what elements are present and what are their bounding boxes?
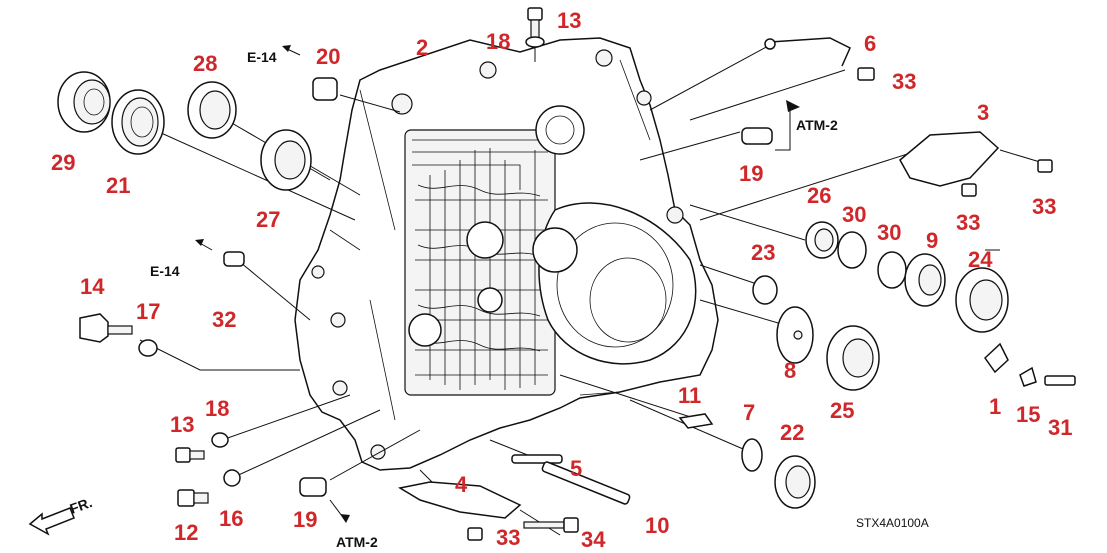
- label-11: 11: [678, 383, 701, 408]
- oil-seal-29: [57, 71, 111, 133]
- washer-7: [741, 438, 763, 472]
- ref-front: FR.: [68, 494, 95, 517]
- bearing-23: [752, 275, 778, 305]
- label-13-top: 13: [557, 8, 581, 33]
- label-30-b: 30: [877, 220, 901, 245]
- label-19-top: 19: [739, 161, 763, 186]
- label-23: 23: [751, 240, 775, 265]
- arrow-e14-left: [195, 239, 213, 251]
- label-18-top: 18: [486, 29, 510, 54]
- bolt-12: [177, 489, 209, 507]
- arrow-atm2-top: [786, 100, 800, 112]
- bearing-28: [187, 81, 237, 139]
- label-3: 3: [977, 100, 989, 125]
- label-12: 12: [174, 520, 198, 545]
- gear-25: [826, 325, 880, 391]
- ref-e14-left: E-14: [150, 263, 180, 279]
- gear-24: [955, 267, 1009, 333]
- ref-atm2-bottom: ATM-2: [336, 534, 378, 550]
- dowel-pin-19-top: [741, 127, 773, 145]
- label-24: 24: [968, 247, 993, 272]
- oil-seal-27: [260, 129, 312, 191]
- label-33-d: 33: [496, 525, 520, 550]
- washer-16: [223, 469, 241, 487]
- bolt-13-left: [175, 447, 205, 463]
- bolt-33-d: [467, 527, 483, 541]
- label-1: 1: [989, 394, 1001, 419]
- washer-18-top: [525, 36, 545, 48]
- o-ring-30-b: [877, 251, 907, 289]
- plug-14: [79, 313, 133, 343]
- cover-3: [899, 131, 1000, 187]
- label-28: 28: [193, 51, 217, 76]
- dowel-pin-20: [312, 77, 338, 101]
- bolt-33-b: [961, 183, 977, 197]
- label-22: 22: [780, 420, 804, 445]
- label-19-bottom: 19: [293, 507, 317, 532]
- label-26: 26: [807, 183, 831, 208]
- o-ring-30-a: [837, 231, 867, 269]
- label-34: 34: [581, 527, 606, 552]
- part-15: [1019, 366, 1037, 387]
- label-6: 6: [864, 31, 876, 56]
- label-18-left: 18: [205, 396, 229, 421]
- bolt-31: [1044, 375, 1076, 386]
- arrow-atm2-bottom: [329, 499, 350, 523]
- dowel-pin-32: [223, 251, 245, 267]
- front-arrow-icon: [28, 507, 75, 536]
- label-27: 27: [256, 207, 280, 232]
- label-21: 21: [106, 173, 130, 198]
- label-33-c: 33: [1032, 194, 1056, 219]
- pin-5: [511, 454, 563, 464]
- label-31: 31: [1048, 415, 1072, 440]
- label-33-b: 33: [956, 210, 980, 235]
- bracket-1: [984, 342, 1009, 374]
- bearing-22: [774, 455, 816, 509]
- bearing-26: [805, 221, 839, 259]
- label-16: 16: [219, 506, 243, 531]
- label-5: 5: [570, 456, 582, 481]
- ref-atm2-top: ATM-2: [796, 117, 838, 133]
- part-9: [904, 253, 946, 307]
- bearing-21: [111, 89, 165, 155]
- shaft-10: [541, 461, 631, 505]
- label-7: 7: [743, 400, 755, 425]
- pipe-6: [764, 37, 851, 67]
- bolt-13-top: [527, 7, 543, 41]
- washer-17: [138, 339, 158, 357]
- plate-8: [776, 306, 814, 364]
- bolt-33-a: [857, 67, 875, 81]
- label-14: 14: [80, 274, 105, 299]
- label-8: 8: [784, 358, 796, 383]
- washer-18-left: [211, 432, 229, 448]
- label-15: 15: [1016, 402, 1040, 427]
- arrow-e14-top: [282, 45, 301, 56]
- part-11: [678, 413, 714, 429]
- label-20: 20: [316, 44, 340, 69]
- ref-e14-top: E-14: [247, 49, 277, 65]
- label-17: 17: [136, 299, 160, 324]
- label-29: 29: [51, 150, 75, 175]
- label-4: 4: [455, 472, 468, 497]
- label-32: 32: [212, 307, 236, 332]
- label-25: 25: [830, 398, 854, 423]
- label-33-a: 33: [892, 69, 916, 94]
- label-9: 9: [926, 228, 938, 253]
- label-10: 10: [645, 513, 669, 538]
- bolt-33-c: [1037, 159, 1053, 173]
- transmission-housing: [294, 37, 719, 471]
- label-2: 2: [416, 35, 428, 60]
- bolt-34: [523, 517, 579, 533]
- label-30-a: 30: [842, 202, 866, 227]
- label-13-left: 13: [170, 412, 194, 437]
- drawing-code: STX4A0100A: [856, 516, 929, 530]
- part-number-labels: 1 2 3 4 5 6 7 8 9 10 11 12 13 13 14 15 1…: [51, 8, 1072, 552]
- cover-4: [397, 481, 522, 519]
- dowel-pin-19-bottom: [299, 477, 327, 497]
